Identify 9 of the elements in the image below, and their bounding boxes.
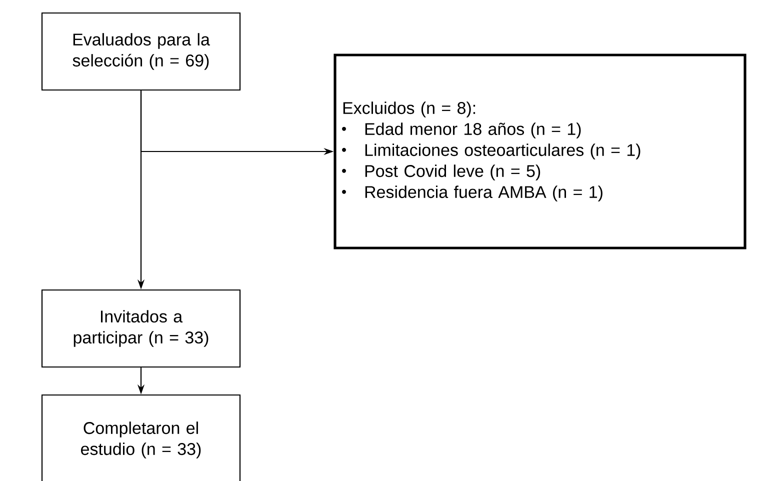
process-box: Completaron el estudio (n = 33): [41, 394, 241, 481]
bullet-item: Post Covid leve (n = 5): [342, 164, 540, 180]
bullet-item: Residencia fuera AMBA (n = 1): [342, 186, 602, 202]
bullet-item: Limitaciones osteoarticulares (n = 1): [342, 144, 640, 160]
process-box: Evaluados para la selección (n = 69): [41, 12, 241, 91]
list-heading: Excluidos (n = 8):: [343, 102, 476, 118]
process-box: Invitados a participar (n = 33): [41, 289, 241, 368]
exclusion-box: [334, 54, 746, 250]
bullet-item: Edad menor 18 años (n = 1): [342, 122, 581, 138]
